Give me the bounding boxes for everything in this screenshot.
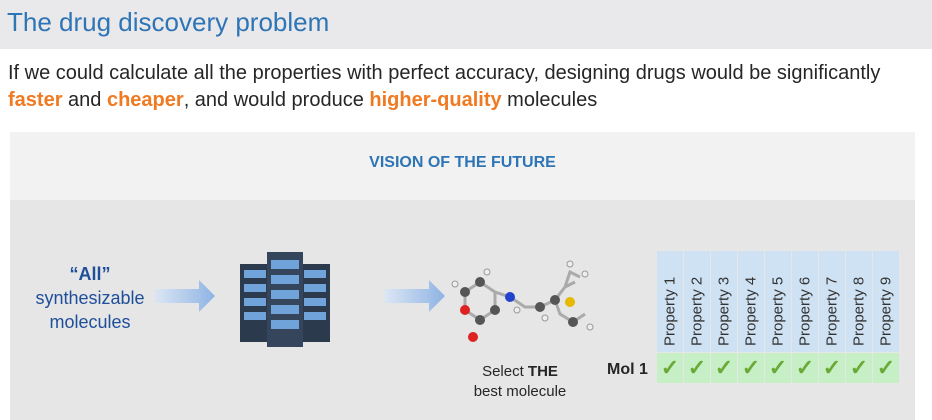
intro-part: If we could calculate all the properties… xyxy=(8,62,881,84)
check-icon: ✓ xyxy=(765,353,791,383)
property-column: Property 4 ✓ xyxy=(738,251,764,383)
property-label: Property 2 xyxy=(688,276,706,346)
intro-part: molecules xyxy=(501,89,598,111)
highlight-faster: faster xyxy=(8,89,63,111)
vision-panel: VISION OF THE FUTURE “All” synthesizable … xyxy=(10,132,915,420)
property-column: Property 5 ✓ xyxy=(765,251,791,383)
caption-text: Select xyxy=(482,363,528,380)
arrow-right-icon xyxy=(385,280,445,312)
select-caption: Select THE best molecule xyxy=(450,362,590,402)
highlight-cheaper: cheaper xyxy=(106,89,184,111)
check-icon: ✓ xyxy=(873,353,899,383)
molecule-icon xyxy=(451,260,594,342)
check-icon: ✓ xyxy=(846,353,872,383)
arrow-right-icon xyxy=(155,280,215,312)
property-column: Property 7 ✓ xyxy=(819,251,845,383)
property-header: Property 9 xyxy=(873,251,899,352)
caption-bold: THE xyxy=(527,363,558,380)
property-label: Property 1 xyxy=(661,276,679,346)
property-table: Property 1✓Property 2✓Property 3✓Propert… xyxy=(657,251,900,383)
panel-header: VISION OF THE FUTURE xyxy=(10,132,915,200)
property-header: Property 2 xyxy=(684,251,710,352)
caption-text: best molecule xyxy=(473,383,567,400)
synthesizable-text: synthesizable molecules xyxy=(35,288,145,332)
intro-part: and xyxy=(62,89,107,111)
check-icon: ✓ xyxy=(711,353,737,383)
server-rack-icon xyxy=(240,252,330,347)
property-header: Property 3 xyxy=(711,251,737,352)
property-column: Property 6 ✓ xyxy=(792,251,818,383)
all-quote: “All” xyxy=(69,264,111,284)
property-header: Property 4 xyxy=(738,251,764,352)
property-label: Property 9 xyxy=(877,276,895,346)
intro-part: , and would produce xyxy=(183,89,370,111)
property-column: Property 1 ✓ xyxy=(657,251,683,383)
property-column: Property 3 ✓ xyxy=(711,251,737,383)
property-header: Property 8 xyxy=(846,251,872,352)
intro-text: If we could calculate all the properties… xyxy=(8,60,908,114)
property-column: Property 2 ✓ xyxy=(684,251,710,383)
property-label: Property 7 xyxy=(823,276,841,346)
property-header: Property 6 xyxy=(792,251,818,352)
property-label: Property 4 xyxy=(742,276,760,346)
property-column: Property 8 ✓ xyxy=(846,251,872,383)
check-icon: ✓ xyxy=(684,353,710,383)
property-label: Property 3 xyxy=(715,276,733,346)
property-column: Property 9 ✓ xyxy=(873,251,899,383)
title-bar: The drug discovery problem xyxy=(0,0,932,49)
mol-row-label: Mol 1 xyxy=(607,361,648,378)
slide-title: The drug discovery problem xyxy=(7,7,330,37)
property-label: Property 6 xyxy=(796,276,814,346)
vision-heading: VISION OF THE FUTURE xyxy=(369,154,556,171)
check-icon: ✓ xyxy=(819,353,845,383)
all-molecules-label: “All” synthesizable molecules xyxy=(20,262,160,334)
property-header: Property 7 xyxy=(819,251,845,352)
highlight-quality: higher-quality xyxy=(369,89,502,111)
property-header: Property 1 xyxy=(657,251,683,352)
property-label: Property 8 xyxy=(850,276,868,346)
check-icon: ✓ xyxy=(657,353,683,383)
property-label: Property 5 xyxy=(769,276,787,346)
check-icon: ✓ xyxy=(738,353,764,383)
property-header: Property 5 xyxy=(765,251,791,352)
check-icon: ✓ xyxy=(792,353,818,383)
